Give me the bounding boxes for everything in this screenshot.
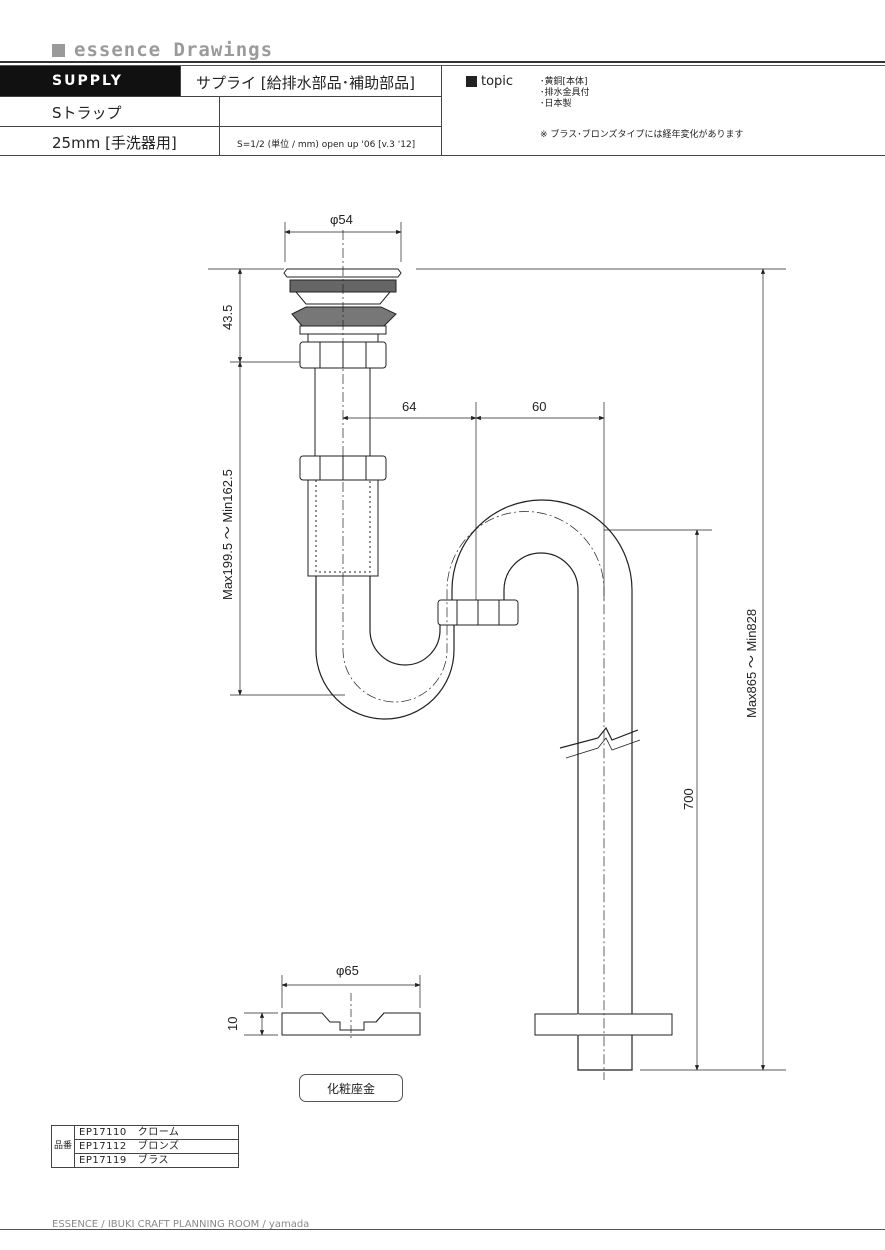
category-cell: SUPPLY xyxy=(0,66,180,96)
slip-nut-bend xyxy=(437,599,519,626)
tailpiece-hidden xyxy=(315,479,371,573)
u-bend-outer xyxy=(315,576,455,720)
drain-flange xyxy=(283,268,402,278)
part-code: EP17112 xyxy=(79,1141,127,1152)
part-finish: クローム xyxy=(137,1127,180,1138)
table-cell: EP17119 ブラス xyxy=(74,1153,240,1168)
grid-line xyxy=(0,96,441,97)
topic-bullet-icon xyxy=(466,76,477,87)
escutcheon-label: 化粧座金 xyxy=(299,1074,403,1102)
dim-10-label: 10 xyxy=(225,1017,240,1031)
part-finish: ブロンズ xyxy=(137,1141,180,1152)
dim-60-label: 60 xyxy=(532,399,546,414)
footer-credit: ESSENCE / IBUKI CRAFT PLANNING ROOM / ya… xyxy=(52,1219,310,1230)
topic-note: ･黄銅[本体] xyxy=(540,77,588,87)
part-code: EP17110 xyxy=(79,1127,127,1138)
dimension-left xyxy=(208,268,345,696)
dim-700-label: 700 xyxy=(681,788,696,810)
header-rule-thin xyxy=(0,65,885,66)
u-bend-inner xyxy=(369,576,441,666)
topic-note: ･排水金具付 xyxy=(540,88,590,98)
table-cell: EP17110 クローム xyxy=(74,1125,240,1140)
escutcheon xyxy=(281,1012,421,1036)
part-finish: ブラス xyxy=(137,1155,170,1166)
tailpiece-upper xyxy=(314,367,371,457)
part-number-table: 品番 EP17110 クローム EP17112 ブロンズ EP17119 ブラス xyxy=(50,1125,240,1168)
spec-header-table: SUPPLY サプライ [給排水部品･補助部品] Sトラップ 25mm [手洗器… xyxy=(0,66,885,156)
dim-phi54-label: φ54 xyxy=(330,212,353,227)
break-line-lower xyxy=(559,726,639,749)
table-row: EP17112 ブロンズ xyxy=(52,1139,240,1154)
break-line-upper xyxy=(565,737,641,759)
category-label: SUPPLY xyxy=(52,73,123,89)
footer-rule xyxy=(0,1229,885,1230)
grid-line xyxy=(0,126,441,127)
table-row: 品番 EP17110 クローム xyxy=(50,1125,240,1168)
escutcheon-dims xyxy=(244,975,421,1040)
drain-locknut xyxy=(291,306,397,327)
square-bullet-icon xyxy=(52,43,65,57)
dim-trap-height-label: Max199.5 ～ Min162.5 xyxy=(220,469,235,600)
floor-flange xyxy=(534,1013,673,1036)
topic-notes: ･黄銅[本体] ･排水金具付 ･日本製 xyxy=(540,77,590,110)
dim-43-5-label: 43.5 xyxy=(220,305,235,330)
product-size: 25mm [手洗器用] xyxy=(52,134,177,152)
table-cell: EP17112 ブロンズ xyxy=(74,1139,240,1154)
topic-label: topic xyxy=(481,74,514,89)
table-row: EP17119 ブラス xyxy=(52,1153,240,1168)
topic-warning: ※ ブラス･ブロンズタイプには経年変化があります xyxy=(540,130,744,140)
dim-total-height-label: Max865 ～ Min828 xyxy=(744,609,759,718)
grid-line xyxy=(0,155,885,156)
dimension-right xyxy=(416,268,786,1071)
grid-line xyxy=(219,96,220,156)
riser-and-drop xyxy=(451,499,633,1071)
grid-line xyxy=(441,66,442,156)
part-code: EP17119 xyxy=(79,1155,127,1166)
trap-pipe xyxy=(315,499,641,1071)
part-number-header: 品番 xyxy=(50,1125,76,1168)
dim-64-label: 64 xyxy=(402,399,416,414)
header-rule xyxy=(0,61,885,63)
dimension-phi54 xyxy=(284,222,402,262)
brand-title: essence Drawings xyxy=(52,38,273,62)
topic-note: ･日本製 xyxy=(540,99,572,109)
scale-note: S=1/2 (単位 / mm) open up '06 [v.3 '12] xyxy=(237,140,416,150)
dimension-offsets xyxy=(342,402,605,600)
dim-phi65-label: φ65 xyxy=(336,963,359,978)
brand-text: essence Drawings xyxy=(74,39,274,61)
center-lines xyxy=(342,230,605,1080)
grid-line xyxy=(180,66,181,96)
drain-fitting xyxy=(283,268,402,369)
category-jp: サプライ [給排水部品･補助部品] xyxy=(196,74,415,92)
product-name: Sトラップ xyxy=(52,104,122,122)
